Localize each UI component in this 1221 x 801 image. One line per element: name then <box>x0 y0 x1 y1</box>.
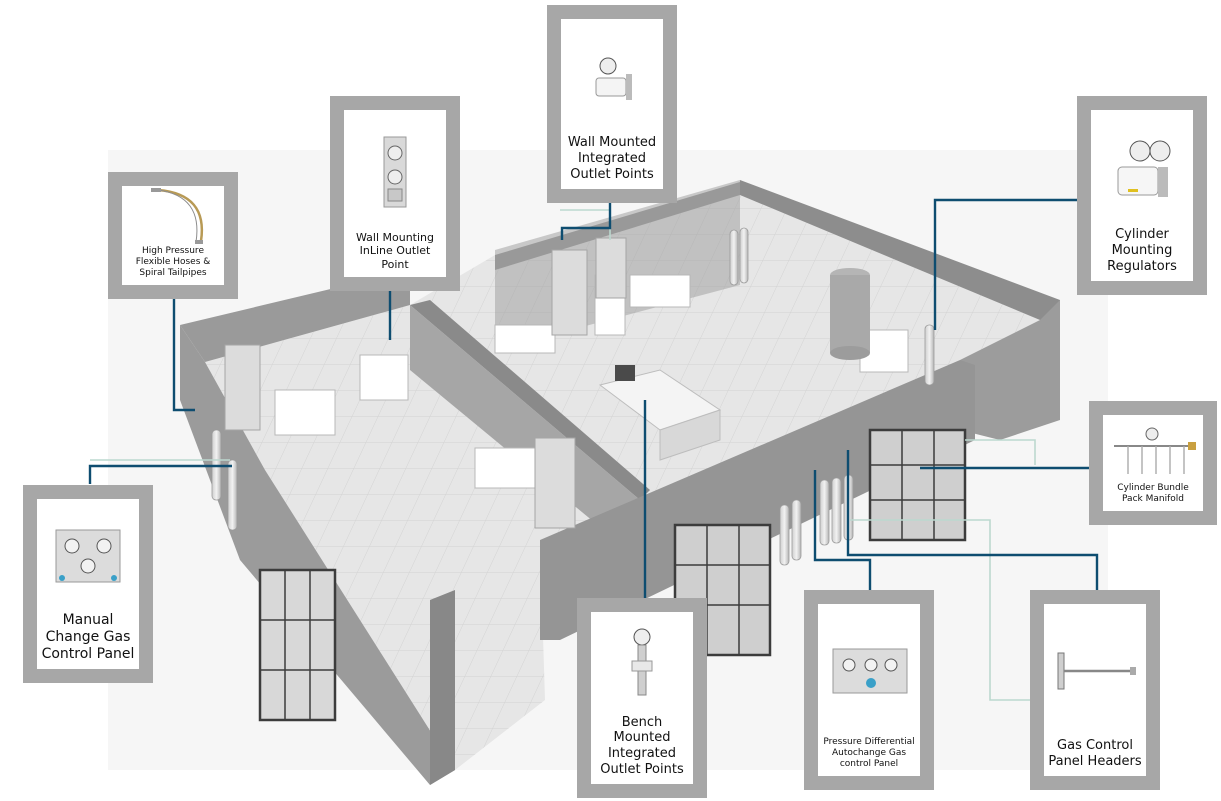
storage-tank <box>830 275 870 353</box>
divider-wall <box>410 300 650 500</box>
callout-card: Bench Mounted Integrated Outlet Points <box>591 612 693 784</box>
left-outer-wall <box>180 325 455 785</box>
callout-label: Cylinder Mounting Regulators <box>1107 227 1177 275</box>
gas-cylinders <box>211 227 935 566</box>
callout-bench-outlet[interactable]: Bench Mounted Integrated Outlet Points <box>577 598 707 798</box>
inline-outlet-icon <box>348 114 442 231</box>
integrated-outlet-icon <box>565 23 659 135</box>
tall-cabinets <box>224 237 627 529</box>
flexible-hose-icon <box>126 186 220 246</box>
right-outer-wall <box>740 180 1060 320</box>
storage-tank-base <box>830 346 870 360</box>
back-wall-left <box>180 270 410 362</box>
callout-panel-headers[interactable]: Gas Control Panel Headers <box>1030 590 1160 790</box>
monitor <box>615 365 635 381</box>
leader-lines <box>88 198 1099 598</box>
callout-flexible-hoses[interactable]: High Pressure Flexible Hoses & Spiral Ta… <box>108 172 238 299</box>
callout-wall-integrated-outlet[interactable]: Wall Mounted Integrated Outlet Points <box>547 5 677 203</box>
callout-cylinder-regulators[interactable]: Cylinder Mounting Regulators <box>1077 96 1207 295</box>
right-end-wall <box>960 300 1060 440</box>
callout-card: Cylinder Bundle Pack Manifold <box>1103 415 1203 511</box>
control-panel-icon <box>41 503 135 612</box>
callout-manual-control-panel[interactable]: Manual Change Gas Control Panel <box>23 485 153 683</box>
callout-card: High Pressure Flexible Hoses & Spiral Ta… <box>122 186 224 285</box>
lab-bench-side <box>659 409 721 461</box>
callout-card: Manual Change Gas Control Panel <box>37 499 139 669</box>
callout-label: Gas Control Panel Headers <box>1048 738 1142 770</box>
regulator-icon <box>1095 114 1189 227</box>
cabinets <box>274 274 909 489</box>
manifold-icon <box>1107 419 1199 483</box>
callout-label: Wall Mounted Integrated Outlet Points <box>567 135 657 183</box>
front-wall-middle <box>540 360 975 640</box>
callout-bundle-manifold[interactable]: Cylinder Bundle Pack Manifold <box>1089 401 1217 525</box>
callout-autochange-panel[interactable]: Pressure Differential Autochange Gas con… <box>804 590 934 790</box>
callout-label: Bench Mounted Integrated Outlet Points <box>600 714 684 778</box>
callout-label: Wall Mounting InLine Outlet Point <box>355 230 434 271</box>
callout-label: Manual Change Gas Control Panel <box>41 611 135 662</box>
autochange-panel-icon <box>822 608 916 737</box>
callout-card: Wall Mounting InLine Outlet Point <box>344 110 446 277</box>
panel-header-icon <box>1048 608 1142 738</box>
callout-card: Wall Mounted Integrated Outlet Points <box>561 19 663 189</box>
callout-label: Cylinder Bundle Pack Manifold <box>1117 483 1189 505</box>
callout-label: Pressure Differential Autochange Gas con… <box>823 737 915 770</box>
divider-wall-side <box>410 305 640 560</box>
front-wall-left <box>430 590 455 785</box>
callout-card: Gas Control Panel Headers <box>1044 604 1146 776</box>
bench-outlet-icon <box>595 616 689 715</box>
callout-card: Cylinder Mounting Regulators <box>1091 110 1193 281</box>
callout-wall-inline-outlet[interactable]: Wall Mounting InLine Outlet Point <box>330 96 460 291</box>
callout-card: Pressure Differential Autochange Gas con… <box>818 604 920 776</box>
callout-label: High Pressure Flexible Hoses & Spiral Ta… <box>135 246 211 279</box>
